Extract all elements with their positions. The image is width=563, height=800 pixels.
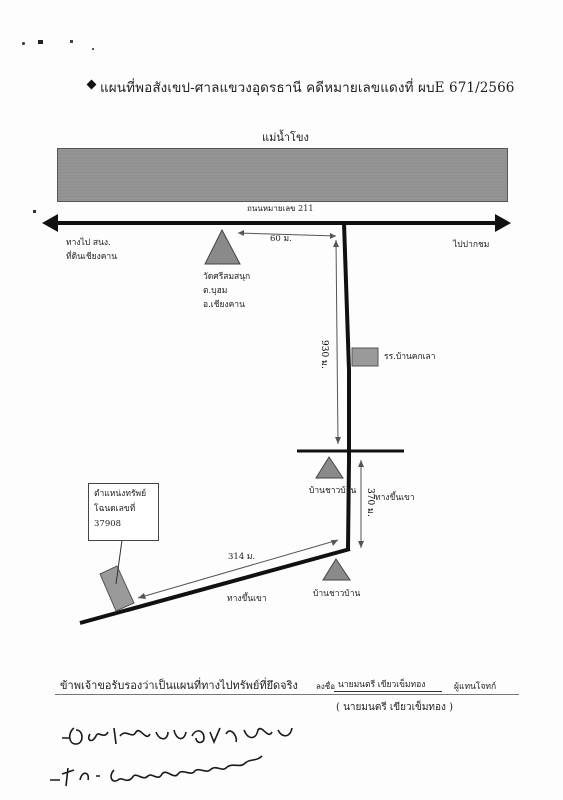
diagonal-road bbox=[79, 547, 351, 625]
parcel-deed-number: 37908 bbox=[94, 519, 122, 529]
signer-name: นายมนตรี เขียวเข็มทอง bbox=[334, 677, 442, 692]
distance-60-label: 60 ม. bbox=[270, 234, 292, 244]
signature-prefix: ลงชื่อ bbox=[316, 682, 336, 691]
east-destination-label: ไปปากชม bbox=[453, 240, 490, 250]
village-2-label: บ้านชาวบ้าน bbox=[313, 589, 361, 599]
temple-triangle-icon bbox=[204, 228, 241, 265]
handwritten-note bbox=[50, 727, 293, 787]
scan-speck bbox=[33, 210, 36, 213]
parcel-info-line1: ตำแหน่งทรัพย์ bbox=[94, 489, 147, 499]
scan-speck bbox=[92, 48, 94, 50]
dimension-arrowhead bbox=[358, 460, 364, 467]
certification-statement: ข้าพเจ้าขอรับรองว่าเป็นแผนที่ทางไปทรัพย์… bbox=[60, 679, 298, 692]
dimension-arrowhead bbox=[330, 233, 336, 239]
divider-line bbox=[55, 694, 519, 695]
dimension-line-930 bbox=[335, 239, 339, 445]
village-triangle-icon bbox=[315, 456, 344, 479]
dimension-arrowhead bbox=[238, 230, 244, 236]
west-arrow-icon bbox=[42, 214, 58, 232]
parcel-marker bbox=[99, 565, 135, 612]
village-triangle-icon bbox=[322, 558, 351, 581]
distance-370-label: 370 ม. bbox=[365, 488, 375, 517]
scan-speck bbox=[38, 40, 43, 44]
school-marker bbox=[351, 347, 379, 367]
parcel-leader-line bbox=[115, 539, 123, 585]
handwriting-line-2 bbox=[50, 755, 263, 787]
dimension-arrowhead bbox=[358, 541, 364, 548]
river-label: แม่น้ำโขง bbox=[262, 131, 309, 144]
parcel-info-line2: โฉนดเลขที่ bbox=[94, 504, 136, 514]
document-title: แผนที่พอสังเขป-ศาลแขวงอุดรธานี คดีหมายเล… bbox=[100, 80, 515, 96]
scan-speck bbox=[22, 42, 25, 45]
main-road-vertical bbox=[342, 222, 351, 551]
dimension-arrowhead bbox=[138, 593, 146, 599]
west-label-line1: ทางไป สนง. bbox=[66, 238, 111, 248]
dimension-arrowhead bbox=[331, 540, 338, 546]
temple-label-line2: ต.บุฮม bbox=[203, 286, 228, 296]
dimension-arrowhead bbox=[335, 437, 341, 444]
dimension-line-60 bbox=[237, 232, 337, 237]
temple-label-line3: อ.เชียงคาน bbox=[203, 300, 245, 310]
parcel-info-box: ตำแหน่งทรัพย์ โฉนดเลขที่ 37908 bbox=[88, 483, 159, 541]
temple-label-line1: วัดศรีสมสนุก bbox=[203, 272, 251, 282]
signer-name-parenthesized: ( นายมนตรี เขียวเข็มทอง ) bbox=[336, 702, 453, 713]
handwriting-line-1 bbox=[62, 727, 293, 745]
road-number-label: ถนนหมายเลข 211 bbox=[247, 204, 314, 213]
east-arrow-icon bbox=[495, 214, 511, 232]
west-label-line2: ที่ดินเชียงคาน bbox=[66, 252, 118, 262]
signer-role: ผู้แทนโจทก์ bbox=[454, 682, 497, 692]
dimension-line-314 bbox=[137, 539, 339, 599]
mountain-path-label-1: ทางขึ้นเขา bbox=[375, 493, 415, 503]
scan-speck bbox=[70, 40, 73, 43]
dimension-arrowhead bbox=[333, 240, 339, 247]
mountain-path-label-2: ทางขึ้นเขา bbox=[227, 594, 267, 604]
distance-314-label: 314 ม. bbox=[228, 552, 256, 562]
school-label: รร.บ้านคกเลา bbox=[384, 352, 436, 362]
river-band bbox=[57, 148, 508, 202]
village-1-label: บ้านชาวบ้าน bbox=[309, 486, 357, 496]
distance-930-label: 930 ม. bbox=[319, 340, 329, 369]
